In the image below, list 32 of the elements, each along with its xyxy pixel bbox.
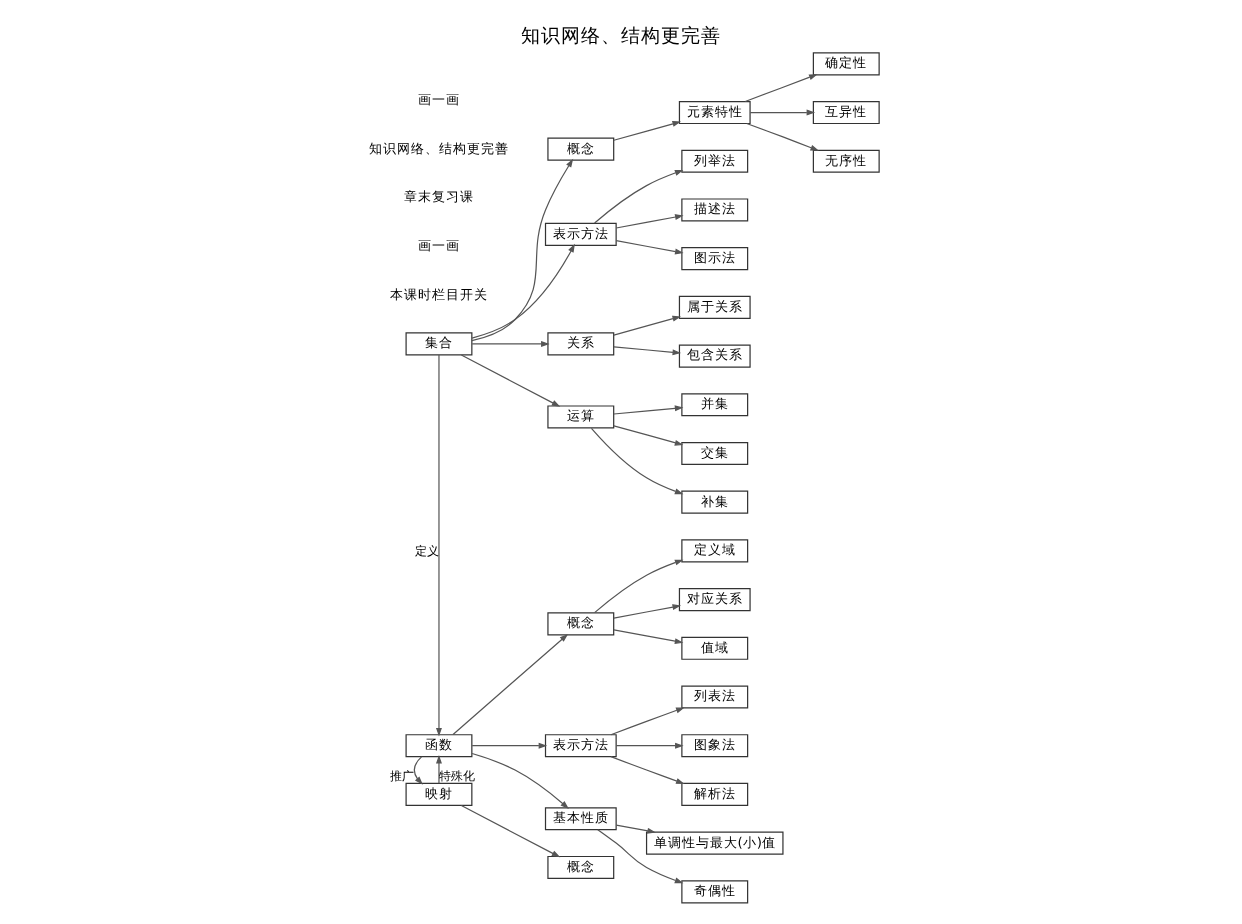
arrow bbox=[613, 425, 684, 446]
arrow bbox=[471, 742, 548, 749]
arrow bbox=[615, 742, 684, 749]
arrow bbox=[615, 240, 684, 255]
arrow bbox=[613, 346, 682, 356]
arrow bbox=[613, 604, 682, 619]
arrow bbox=[594, 559, 684, 614]
arrow bbox=[744, 74, 818, 103]
arrow bbox=[597, 829, 684, 884]
arrow bbox=[452, 633, 569, 736]
arrow bbox=[615, 824, 656, 834]
arrow bbox=[435, 755, 442, 784]
arrow bbox=[460, 804, 561, 858]
arrow bbox=[615, 214, 684, 229]
arrow bbox=[610, 756, 685, 784]
arrow bbox=[613, 121, 682, 141]
arrow bbox=[471, 158, 574, 342]
arrow bbox=[590, 427, 684, 495]
arrow bbox=[471, 243, 575, 339]
arrow bbox=[471, 752, 569, 809]
diagram-title: 知识网络、结构更完善 bbox=[521, 25, 721, 48]
arrow bbox=[460, 354, 561, 407]
arrow bbox=[749, 109, 816, 116]
arrow bbox=[471, 340, 550, 347]
arrow bbox=[413, 756, 423, 785]
arrow bbox=[610, 707, 685, 736]
arrow bbox=[436, 354, 442, 737]
arrow bbox=[613, 405, 684, 415]
arrow bbox=[613, 315, 681, 336]
arrow bbox=[594, 170, 684, 224]
arrow bbox=[746, 122, 819, 151]
arrow bbox=[613, 629, 684, 645]
